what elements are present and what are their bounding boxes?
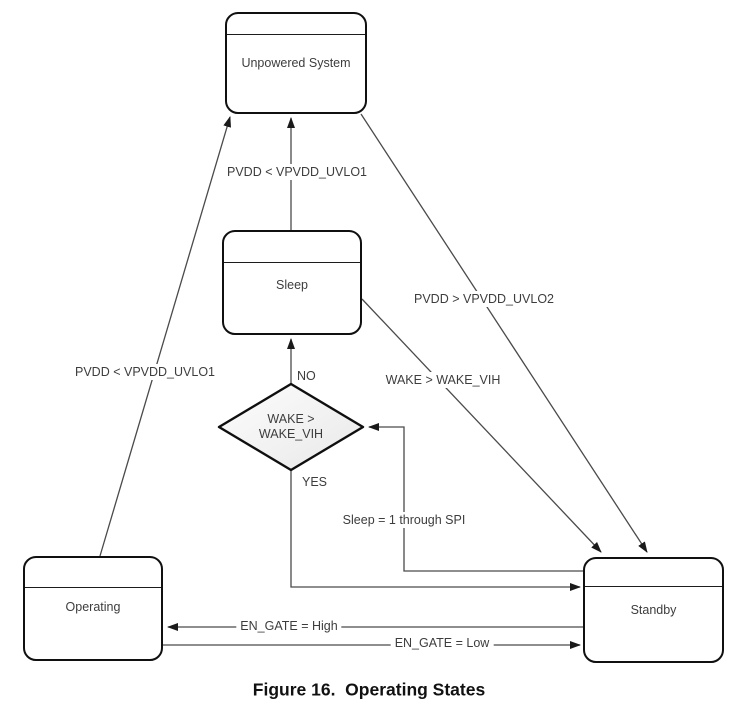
transition-label-unpowered-to-standby: PVDD > VPVDD_UVLO2 <box>410 291 558 307</box>
state-label: Standby <box>630 603 677 617</box>
state-standby: Standby <box>583 557 724 663</box>
decision-diamond <box>217 382 365 472</box>
arrow-sleep-to-standby <box>361 298 602 553</box>
transition-label-standby-to-decision: Sleep = 1 through SPI <box>338 512 470 528</box>
state-operating: Operating <box>23 556 163 661</box>
decision-label-line2: WAKE_VIH <box>258 427 324 441</box>
arrow-operating-to-unpowered <box>99 116 231 557</box>
transition-label-operating-to-standby: EN_GATE = Low <box>390 635 494 651</box>
transition-label-sleep-to-unpowered: PVDD < VPVDD_UVLO1 <box>223 164 371 180</box>
transition-label-operating-to-unpowered: PVDD < VPVDD_UVLO1 <box>71 364 219 380</box>
state-divider <box>585 586 722 587</box>
transition-label-sleep-to-standby: WAKE > WAKE_VIH <box>381 372 505 388</box>
state-divider <box>224 262 360 263</box>
arrow-standby-to-decision <box>368 423 583 572</box>
arrow-unpowered-to-standby <box>360 113 648 553</box>
transition-label-standby-to-operating: EN_GATE = High <box>236 618 342 634</box>
state-label: Sleep <box>276 278 308 292</box>
figure-caption: Figure 16. Operating States <box>252 679 486 700</box>
decision-label: WAKE > WAKE_VIH <box>259 412 323 442</box>
arrow-decision-yes-to-standby <box>290 470 581 591</box>
state-divider <box>25 587 161 588</box>
state-unpowered: Unpowered System <box>225 12 367 114</box>
state-divider <box>227 34 365 35</box>
state-sleep: Sleep <box>222 230 362 335</box>
state-label: Unpowered System <box>241 56 351 70</box>
state-label: Operating <box>65 600 121 614</box>
decision-branch-no-label: NO <box>297 369 316 383</box>
decision-branch-yes-label: YES <box>302 475 328 489</box>
decision-label-line1: WAKE > <box>267 412 315 426</box>
